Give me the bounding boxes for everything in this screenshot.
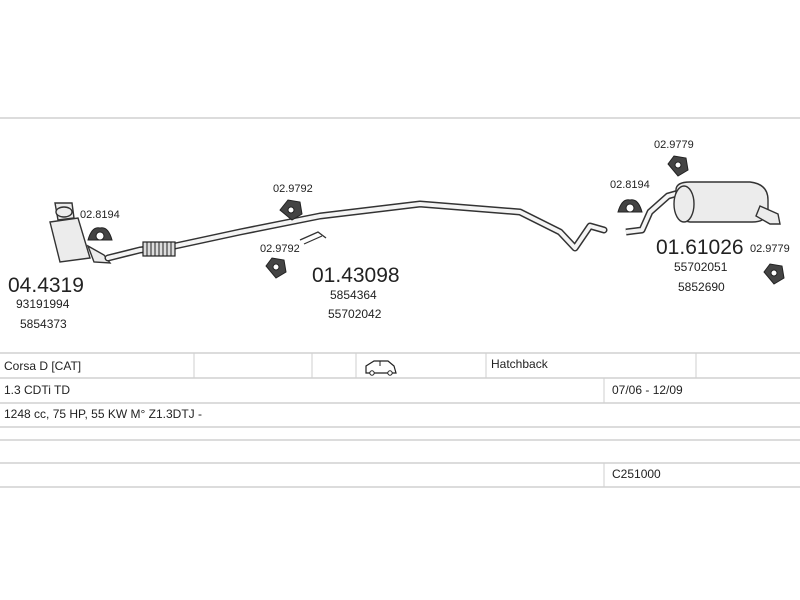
hanger-bottom-part[interactable] bbox=[265, 257, 287, 279]
catalytic-converter-part[interactable] bbox=[49, 202, 112, 264]
vehicle-body-type: Hatchback bbox=[491, 357, 549, 371]
middle-pipe-part[interactable] bbox=[104, 200, 608, 262]
hanger-right-top-label: 02.9779 bbox=[654, 139, 694, 151]
hanger-right-top-part[interactable] bbox=[667, 155, 689, 177]
gasket-left-part[interactable] bbox=[87, 227, 113, 241]
gasket-right-label: 02.8194 bbox=[610, 179, 650, 191]
hatchback-car-icon bbox=[365, 360, 397, 376]
middle-pipe-ref1: 5854364 bbox=[330, 288, 377, 302]
gasket-right-part[interactable] bbox=[617, 199, 643, 213]
vehicle-model: Corsa D [CAT] bbox=[4, 359, 81, 373]
hanger-top-label: 02.9792 bbox=[273, 183, 313, 195]
hanger-top-part[interactable] bbox=[279, 199, 303, 221]
middle-pipe-ref2: 55702042 bbox=[328, 307, 382, 321]
vehicle-info-table bbox=[0, 352, 800, 488]
hanger-right-bottom-part[interactable] bbox=[763, 263, 785, 285]
rear-muffler-part[interactable] bbox=[625, 181, 781, 236]
middle-pipe-label: 01.43098 bbox=[312, 264, 400, 287]
hanger-right-bottom-label: 02.9779 bbox=[750, 243, 790, 255]
vehicle-code: C251000 bbox=[612, 467, 661, 481]
catalytic-converter-ref2: 5854373 bbox=[20, 317, 67, 331]
rear-muffler-label: 01.61026 bbox=[656, 236, 744, 259]
rear-muffler-ref2: 5852690 bbox=[678, 280, 725, 294]
vehicle-engine: 1.3 CDTi TD bbox=[4, 383, 70, 397]
vehicle-details: 1248 cc, 75 HP, 55 KW M° Z1.3DTJ - bbox=[4, 407, 202, 421]
catalytic-converter-ref1: 93191994 bbox=[16, 297, 70, 311]
rear-muffler-ref1: 55702051 bbox=[674, 260, 728, 274]
vehicle-years: 07/06 - 12/09 bbox=[612, 383, 683, 397]
catalytic-converter-label: 04.4319 bbox=[8, 274, 84, 297]
hanger-bottom-label: 02.9792 bbox=[260, 243, 300, 255]
gasket-left-label: 02.8194 bbox=[80, 209, 120, 221]
